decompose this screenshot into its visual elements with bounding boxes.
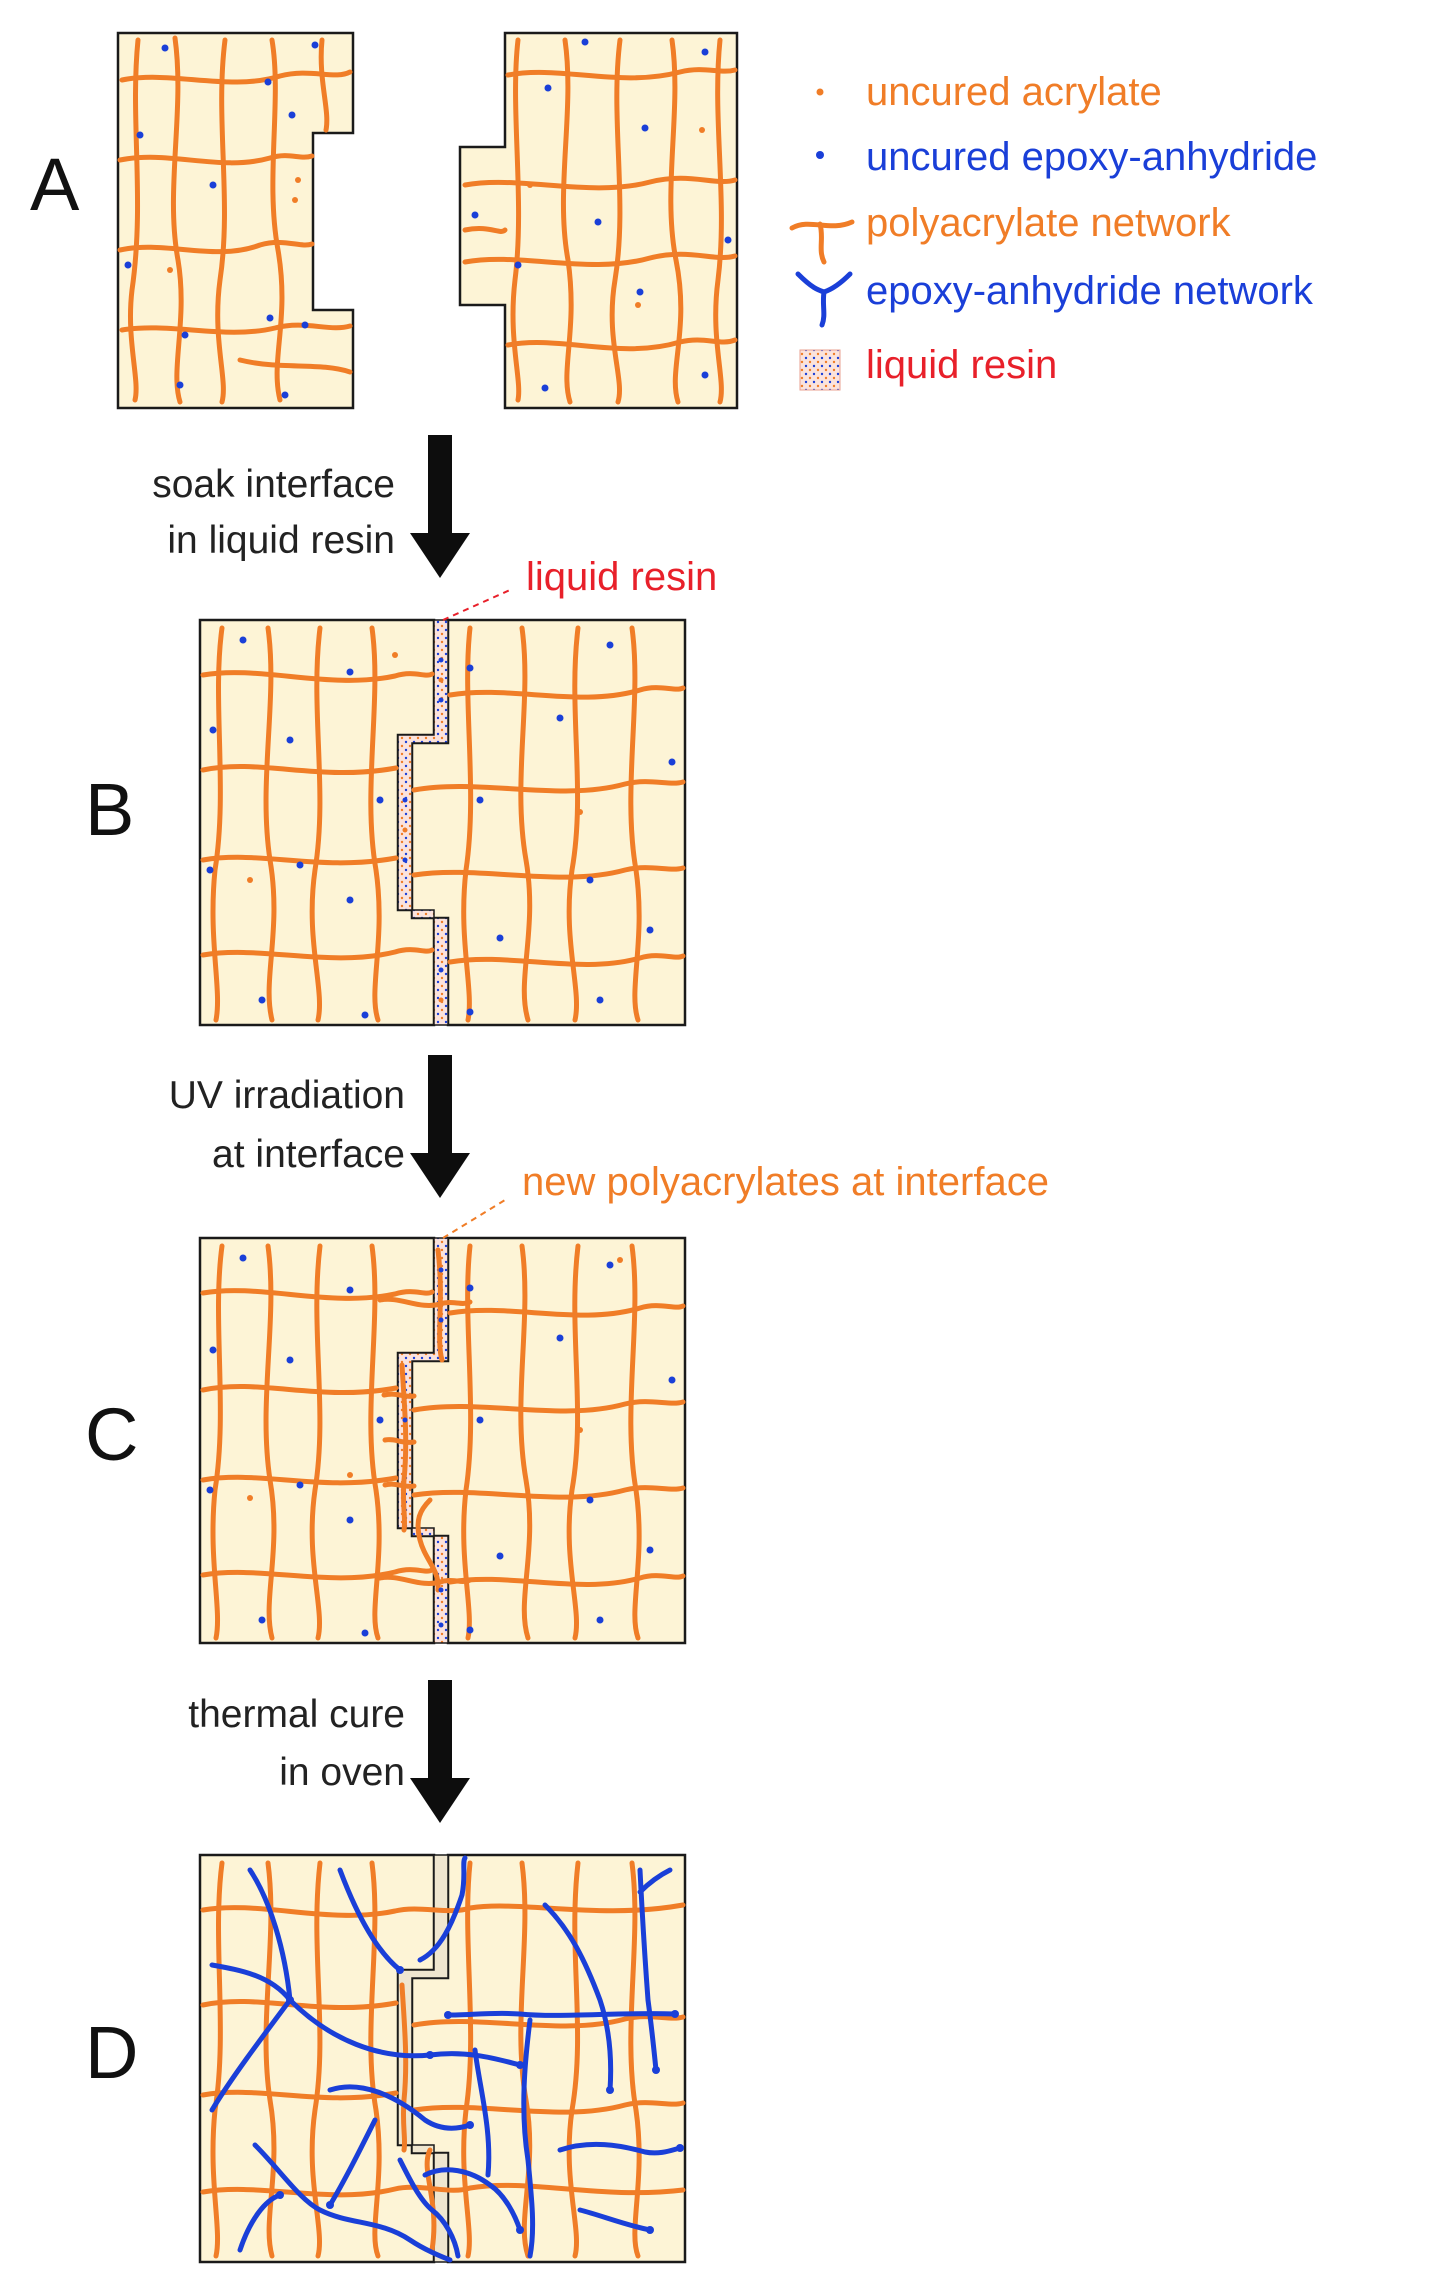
legend-label: uncured acrylate — [866, 70, 1162, 114]
new-polyacrylates-callout-label: new polyacrylates at interface — [522, 1160, 1049, 1204]
step-uv: UV irradiation at interface — [169, 1055, 470, 1198]
step-label-line2: at interface — [212, 1133, 405, 1176]
stage-label-a: A — [30, 143, 80, 226]
dotted-square-icon — [799, 349, 841, 391]
legend-item-epoxy-anhydride-network: epoxy-anhydride network — [795, 269, 1314, 328]
legend-label: epoxy-anhydride network — [866, 269, 1314, 313]
stage-label-d: D — [85, 2011, 138, 2094]
down-arrow-icon — [410, 435, 470, 578]
step-label-line1: thermal cure — [188, 1693, 405, 1736]
step-label-line2: in liquid resin — [167, 519, 395, 562]
stage-a-right-piece — [458, 31, 739, 410]
step-soak: soak interface in liquid resin — [152, 435, 470, 578]
liquid-resin-gap — [397, 619, 449, 1026]
legend-label: liquid resin — [866, 343, 1057, 387]
legend-label: polyacrylate network — [866, 201, 1232, 245]
legend-label: uncured epoxy-anhydride — [866, 135, 1317, 179]
down-arrow-icon — [410, 1680, 470, 1823]
orange-dot-icon — [816, 88, 824, 96]
stage-a: A — [30, 31, 739, 410]
stage-d: D — [85, 1853, 687, 2264]
step-label-line1: soak interface — [152, 463, 395, 506]
stage-b: B — [85, 555, 717, 1027]
liquid-resin-callout-label: liquid resin — [526, 555, 717, 599]
step-label-line1: UV irradiation — [169, 1074, 405, 1117]
liquid-resin-gap — [397, 1237, 449, 1644]
epoxy-anhydride-network-lines — [209, 1855, 683, 2263]
legend-item-polyacrylate-network: polyacrylate network — [789, 201, 1232, 265]
legend: uncured acrylate uncured epoxy-anhydride… — [789, 70, 1317, 391]
new-polyacrylates-interface — [377, 1247, 473, 1593]
new-polyacrylates-callout: new polyacrylates at interface — [442, 1160, 1049, 1239]
orange-network-branch-icon — [789, 219, 855, 265]
legend-item-uncured-acrylate: uncured acrylate — [816, 70, 1162, 114]
liquid-resin-callout: liquid resin — [442, 555, 717, 621]
blue-network-branch-icon — [795, 271, 853, 328]
stage-label-c: C — [85, 1393, 138, 1476]
step-label-line2: in oven — [279, 1751, 405, 1794]
legend-item-liquid-resin: liquid resin — [799, 343, 1057, 391]
stage-label-b: B — [85, 768, 134, 851]
step-thermal: thermal cure in oven — [188, 1680, 470, 1823]
down-arrow-icon — [410, 1055, 470, 1198]
legend-item-uncured-epoxy-anhydride: uncured epoxy-anhydride — [816, 135, 1317, 179]
blue-dot-icon — [816, 151, 824, 159]
stage-a-left-piece — [116, 31, 355, 410]
stage-c: C — [85, 1160, 1049, 1645]
